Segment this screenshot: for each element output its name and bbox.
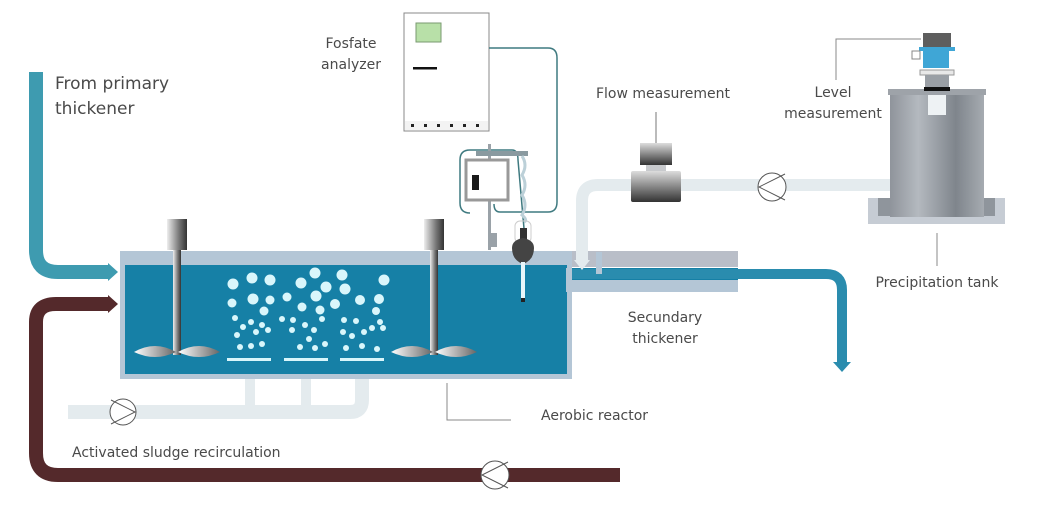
bubble [349,333,355,339]
bubble [310,290,322,302]
bubble [259,306,269,316]
inflow-pipe [29,72,118,281]
dosing-pipe [574,179,895,274]
bubble [309,267,321,279]
probe-icon [512,220,534,302]
bubble [227,298,237,308]
bubble [234,332,240,338]
bubble [353,318,359,324]
bubble [359,343,365,349]
bubble [361,329,367,335]
label-aerobic-reactor: Aerobic reactor [541,408,648,424]
sludge-recirculation-pipe [29,295,620,482]
bubble [374,346,380,352]
diffusers [227,358,384,361]
bubble [259,322,265,328]
label-fosfate-1: Fosfate [325,36,376,52]
bubble [330,299,340,309]
label-activated-sludge: Activated sludge recirculation [72,445,281,461]
bubble [248,343,254,349]
bubble [341,317,347,323]
bubble [311,327,317,333]
label-secundary-2: thickener [632,331,698,347]
bubble [253,329,259,335]
bubble [297,344,303,350]
bubble [240,324,246,330]
bubble [295,277,307,289]
bubble [315,305,325,315]
sludge-pump-icon [480,460,510,490]
bubble [377,319,383,325]
bubble [378,274,390,286]
label-level-1: Level [815,85,852,101]
bubble [302,322,308,328]
bubble [374,294,384,304]
bubble [369,325,375,331]
bubble [265,327,271,333]
bubble [247,293,259,305]
bubble [322,341,328,347]
bubble [237,344,243,350]
bubble [320,281,332,293]
bubble [289,327,295,333]
bubble [246,272,258,284]
bubble [306,336,312,342]
leader-lines [446,38,938,421]
bubble [259,341,265,347]
bubble [279,316,285,322]
bubble [372,307,380,315]
bubble [264,274,276,286]
bubble [297,302,307,312]
label-fosfate-2: analyzer [321,57,381,73]
bubble [343,345,349,351]
outflow-pipe [572,269,851,372]
air-bubbles [227,267,390,352]
precipitation-tank [868,89,1005,224]
label-from-primary-2: thickener [55,99,134,119]
bubble [319,316,325,322]
bubble [232,315,238,321]
flow-meter-icon [631,112,681,202]
bubble [312,345,318,351]
label-precipitation-tank: Precipitation tank [875,275,999,291]
bubble [265,295,275,305]
sample-unit [464,144,528,250]
bubble [227,278,239,290]
bubble [336,269,348,281]
bubble [290,317,296,323]
bubble [248,319,254,325]
mixer-right-icon [391,219,477,357]
label-level-2: measurement [784,106,882,122]
bubble [282,292,292,302]
label-from-primary-1: From primary [55,74,169,94]
bubble [355,295,365,305]
air-pump-icon [109,398,137,426]
mixer-left-icon [134,219,220,357]
level-sensor-icon [911,33,955,91]
label-secundary-1: Secundary [628,310,702,326]
bubble [339,283,351,295]
label-flow-measurement: Flow measurement [596,86,731,102]
fosfate-analyzer-unit [403,12,490,132]
bubble [380,325,386,331]
bubble [340,329,346,335]
dosing-pump-icon [757,172,787,202]
